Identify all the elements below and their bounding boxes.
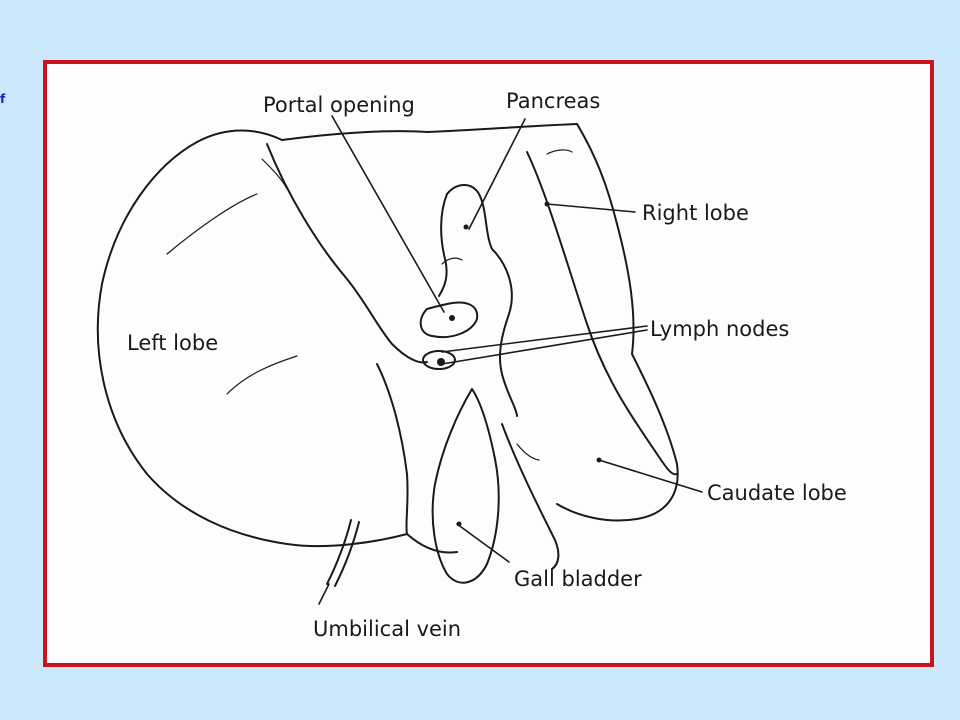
leader-portal-opening: [331, 115, 445, 313]
leader-lymph-nodes-2: [441, 329, 648, 365]
leader-dot-gall-bladder: [456, 521, 462, 527]
leader-dot-caudate-lobe: [596, 457, 602, 463]
surface-mark: [261, 158, 288, 190]
caudate-lobe-outline: [526, 151, 678, 476]
label-lymph-nodes: Lymph nodes: [650, 317, 789, 341]
lymph-node-shape: [422, 350, 456, 370]
leader-dot-pancreas: [463, 224, 469, 230]
surface-mark: [166, 193, 258, 255]
leader-lymph-nodes-1: [441, 325, 648, 353]
label-right-lobe: Right lobe: [642, 201, 749, 225]
lymph-node-dot: [437, 358, 445, 366]
leader-gall-bladder: [456, 523, 510, 563]
surface-mark: [516, 443, 540, 461]
leader-umbilical-vein: [318, 583, 330, 605]
diagram-frame: Portal opening Pancreas Right lobe Left …: [43, 60, 934, 667]
leader-caudate-lobe: [598, 459, 703, 493]
pancreas-shape-left: [438, 193, 448, 297]
leader-dot-right-lobe: [544, 201, 550, 207]
lower-lobe-curve: [501, 423, 560, 570]
label-pancreas: Pancreas: [506, 89, 600, 113]
umbilical-vein-shape: [326, 519, 352, 585]
label-caudate-lobe: Caudate lobe: [707, 481, 847, 505]
left-lobe-outline: [96, 141, 458, 554]
leader-pancreas: [468, 118, 526, 230]
surface-mark: [546, 149, 573, 155]
gall-bladder-shape: [431, 388, 500, 584]
surface-mark: [441, 257, 463, 265]
portal-dot: [449, 315, 455, 321]
label-gall-bladder: Gall bladder: [514, 567, 642, 591]
label-umbilical-vein: Umbilical vein: [313, 617, 461, 641]
pancreas-shape: [446, 184, 518, 417]
side-glyph: f: [0, 92, 6, 106]
umbilical-vein-shape-2: [334, 521, 360, 587]
fissure-line: [266, 143, 428, 364]
label-portal-opening: Portal opening: [263, 93, 415, 117]
leader-right-lobe: [546, 203, 636, 213]
liver-top-edge: [196, 123, 578, 143]
label-left-lobe: Left lobe: [127, 331, 218, 355]
portal-opening-shape: [419, 301, 479, 338]
quadrate-lobe-outline: [376, 363, 409, 535]
surface-mark: [226, 355, 298, 395]
liver-diagram: Portal opening Pancreas Right lobe Left …: [96, 89, 847, 641]
